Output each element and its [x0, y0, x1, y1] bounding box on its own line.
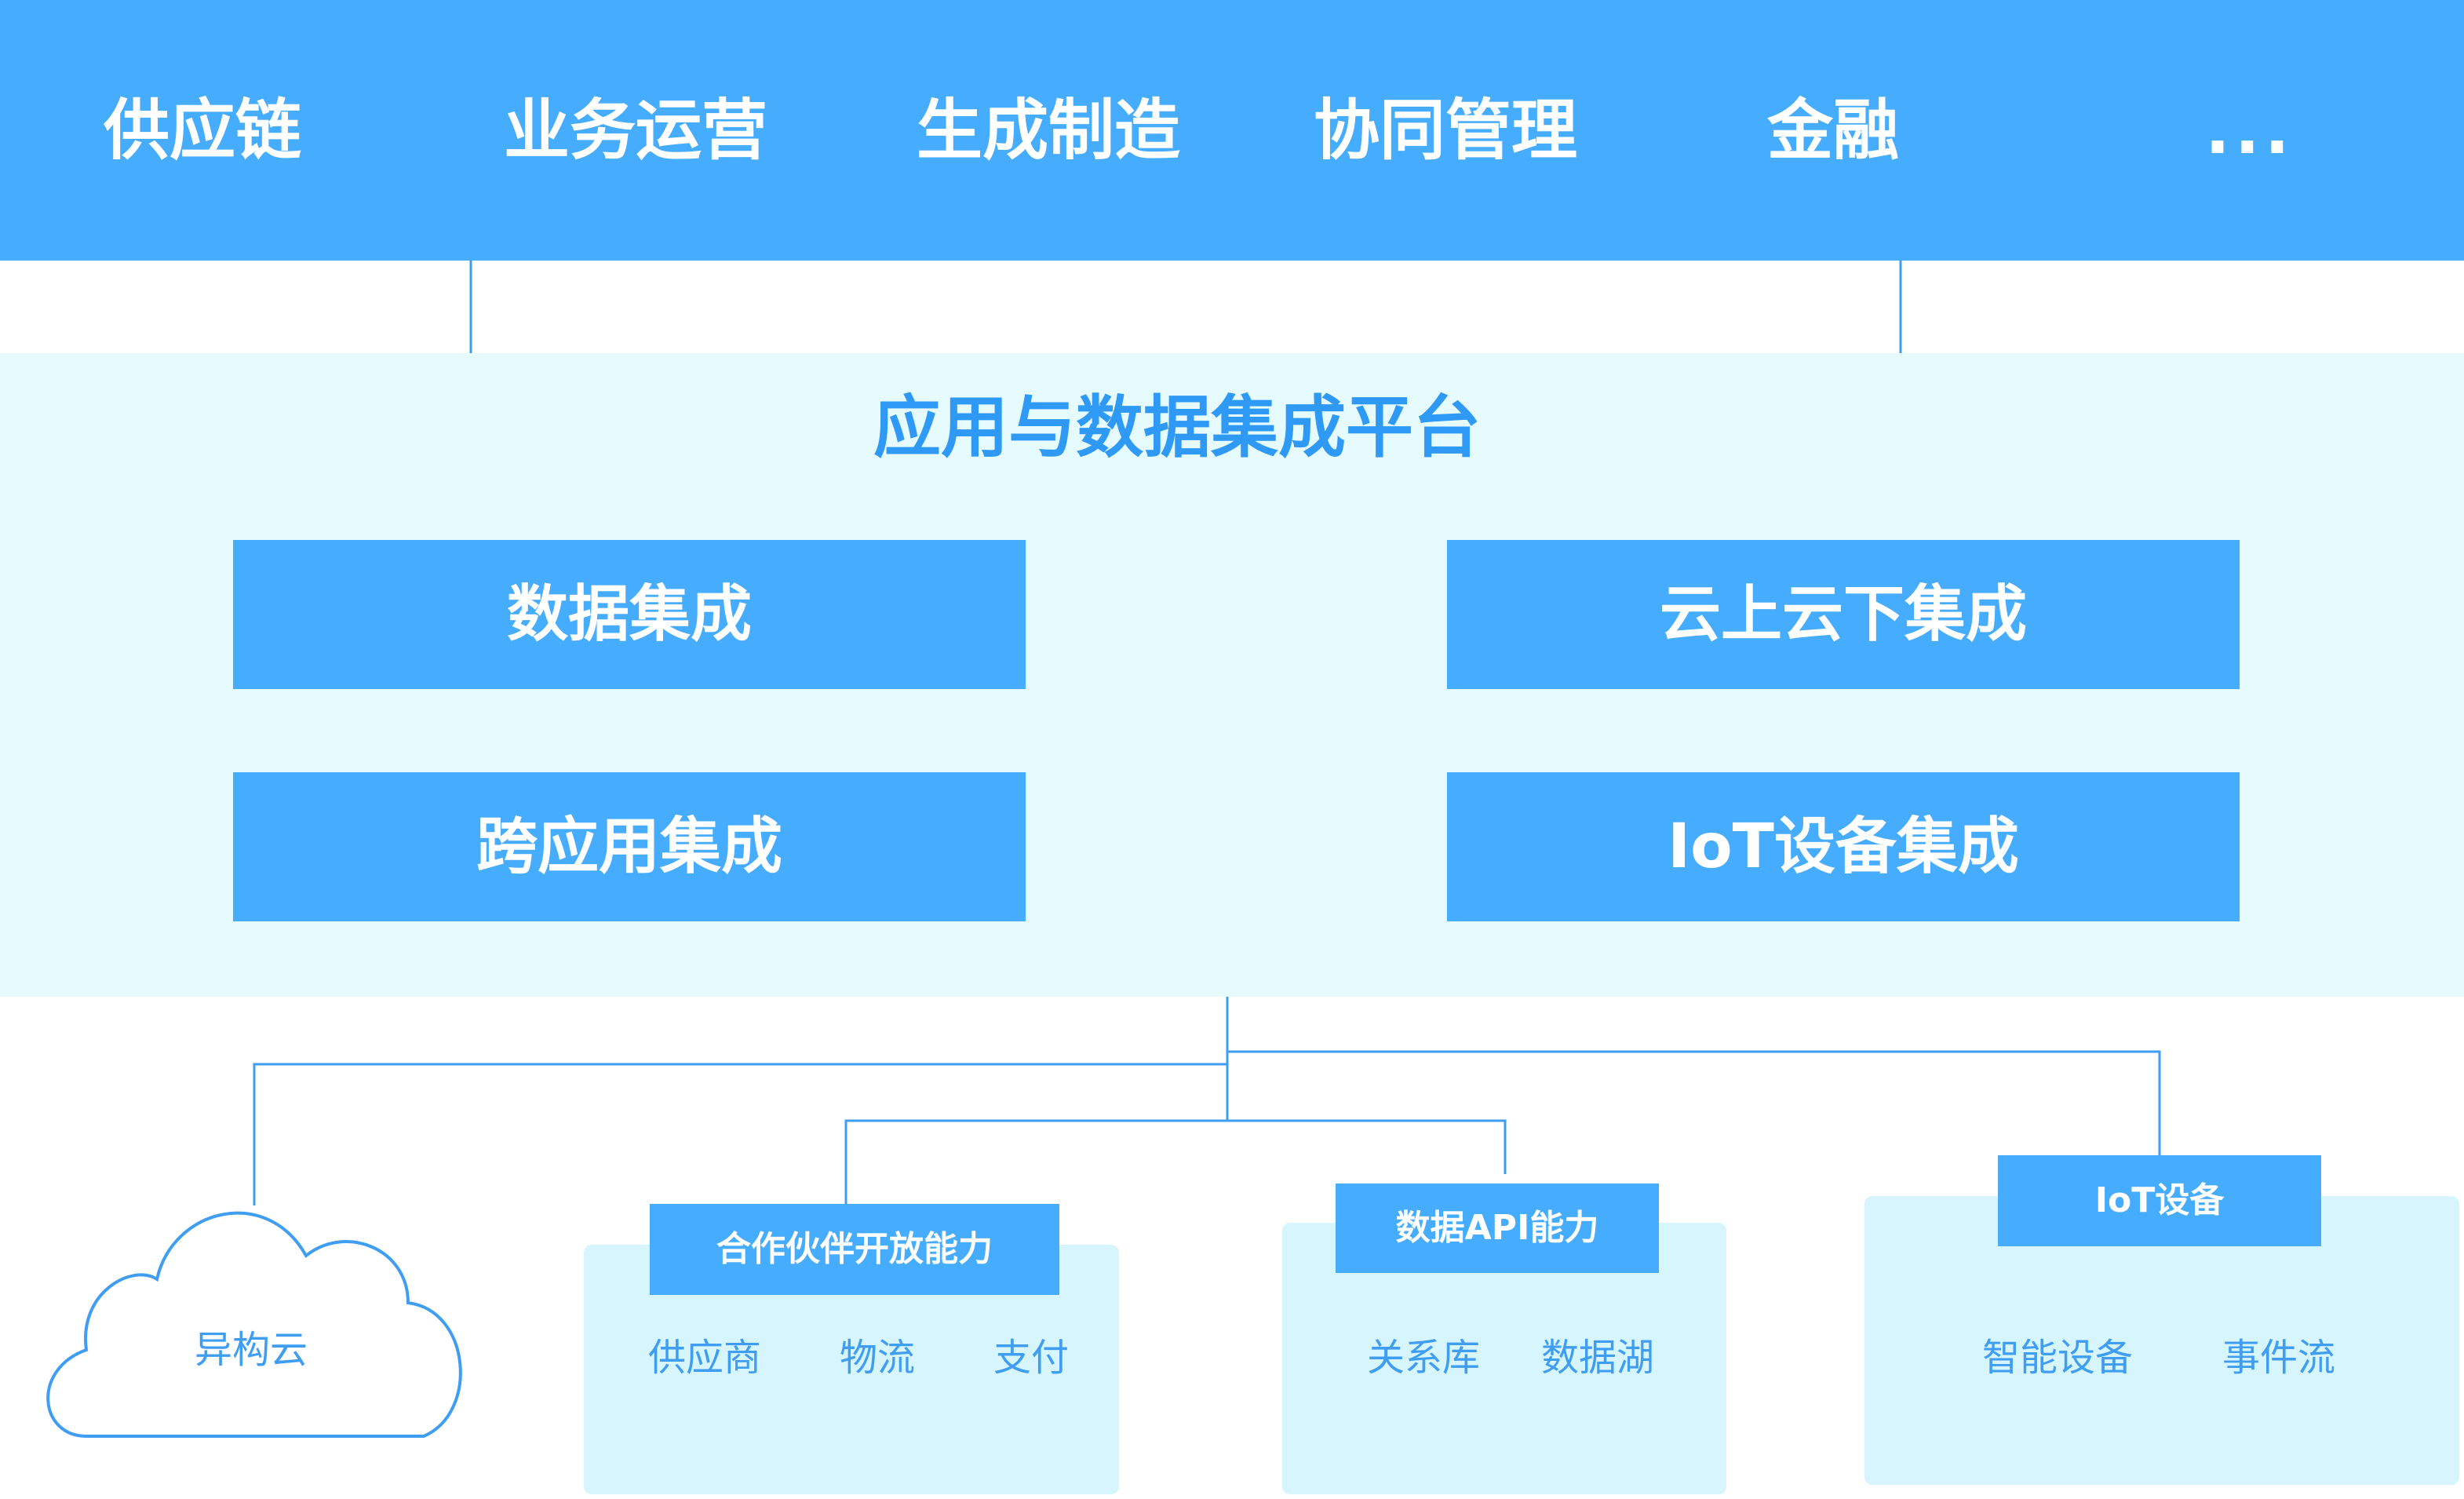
module-cross-app-integration: 跨应用集成 [233, 772, 1026, 921]
connector-iot [1227, 1050, 2161, 1155]
panel-iot-title: IoT设备 [1998, 1155, 2321, 1246]
banner-item-finance: 金融 [1767, 92, 1900, 169]
panel-partner-item-supplier: 供应商 [648, 1336, 762, 1380]
panel-data-api-item-data-lake: 数据湖 [1541, 1336, 1655, 1380]
panel-iot-item-smart-devices: 智能设备 [1982, 1336, 2134, 1380]
panel-partner-title: 合作伙伴开放能力 [650, 1204, 1059, 1295]
panel-partner-item-logistics: 物流 [840, 1336, 916, 1380]
platform-title: 应用与数据集成平台 [873, 388, 1481, 467]
module-iot-integration: IoT设备集成 [1447, 772, 2240, 921]
banner-item-operations: 业务运营 [504, 92, 768, 169]
connector-cloud [253, 1063, 1227, 1205]
banner-item-manufacturing: 生成制造 [917, 92, 1181, 169]
module-data-integration: 数据集成 [233, 540, 1026, 689]
connector-partner-api [844, 1119, 1507, 1204]
top-banner: 供应链 业务运营 生成制造 协同管理 金融 ... [0, 0, 2464, 261]
banner-item-more: ... [2205, 92, 2295, 169]
module-hybrid-cloud-integration: 云上云下集成 [1447, 540, 2240, 689]
panel-partner-item-payment: 支付 [993, 1336, 1070, 1380]
banner-item-collaboration: 协同管理 [1314, 92, 1578, 169]
panel-data-api-title: 数据API能力 [1336, 1184, 1659, 1273]
banner-item-supply-chain: 供应链 [104, 92, 302, 169]
cloud-label: 异构云 [195, 1328, 308, 1372]
cloud-icon [46, 1211, 462, 1438]
panel-iot-item-event-stream: 事件流 [2222, 1336, 2336, 1380]
panel-data-api-item-relational-db: 关系库 [1367, 1336, 1481, 1380]
